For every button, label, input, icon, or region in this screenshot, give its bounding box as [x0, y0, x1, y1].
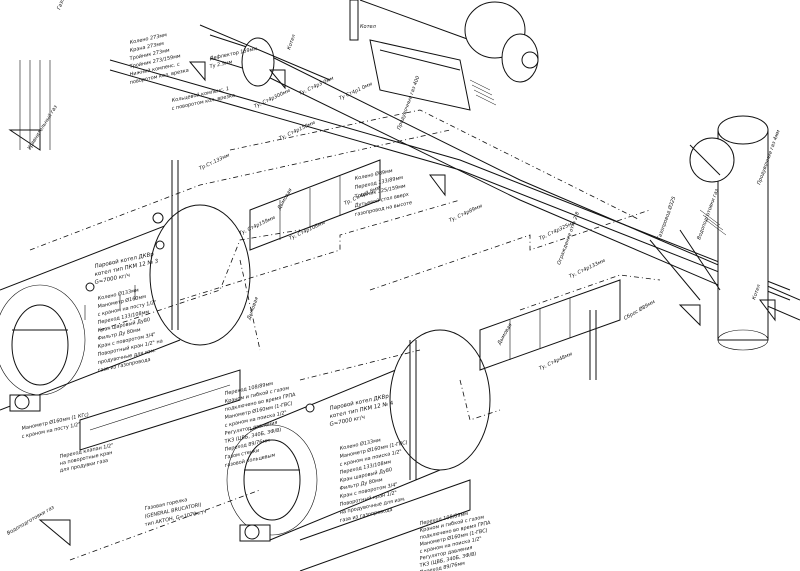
- rotated-label: Котел: [286, 33, 297, 51]
- rotated-label: Уравнительный газ: [27, 104, 59, 151]
- misc-label: Котел: [360, 24, 377, 30]
- upper-right-equipment: [349, 0, 769, 351]
- rotated-label: Дымовая: [276, 187, 294, 211]
- rotated-label: Водоподготовки газ: [6, 505, 56, 537]
- rotated-label: Котел: [751, 283, 762, 301]
- gas-pipelines: [19, 60, 661, 561]
- rotated-label: Дымовая: [496, 322, 514, 346]
- rotated-label: Ограждение отм. 2.8: [556, 211, 581, 266]
- supports: [8, 61, 776, 547]
- rotated-label: Продувочные газ 400: [396, 75, 421, 130]
- pipe-tag: Ту, Ст4р159мм: [238, 215, 276, 237]
- pipe-tag: Ту, Ст4р89мм: [448, 203, 483, 224]
- pipe-tag: Ту, Ст4р133мм: [568, 258, 606, 280]
- rotated-label: Газопровод Ø400: [55, 0, 77, 11]
- pipe-tag: Тр.Ст.133мм: [198, 152, 231, 171]
- boiler-left: [0, 159, 381, 451]
- right-bottom-label: Переход 89/76мм: [419, 560, 466, 571]
- rotated-label: Сброс Ø89мм: [623, 298, 657, 322]
- pipe-tag: Ту, Ст4р108мм: [288, 220, 326, 242]
- boiler-right: [226, 279, 621, 571]
- flue-duct: [109, 0, 800, 321]
- rotated-label: Газопровод Ø325: [655, 195, 677, 240]
- top-mid-label: Ту 2.5мм: [209, 59, 233, 70]
- pipe-tag: Ту, Ст4р48мм: [538, 351, 573, 372]
- rotated-label: Дымовая: [246, 296, 260, 321]
- rotated-label: Водоподготовки газ: [696, 188, 720, 241]
